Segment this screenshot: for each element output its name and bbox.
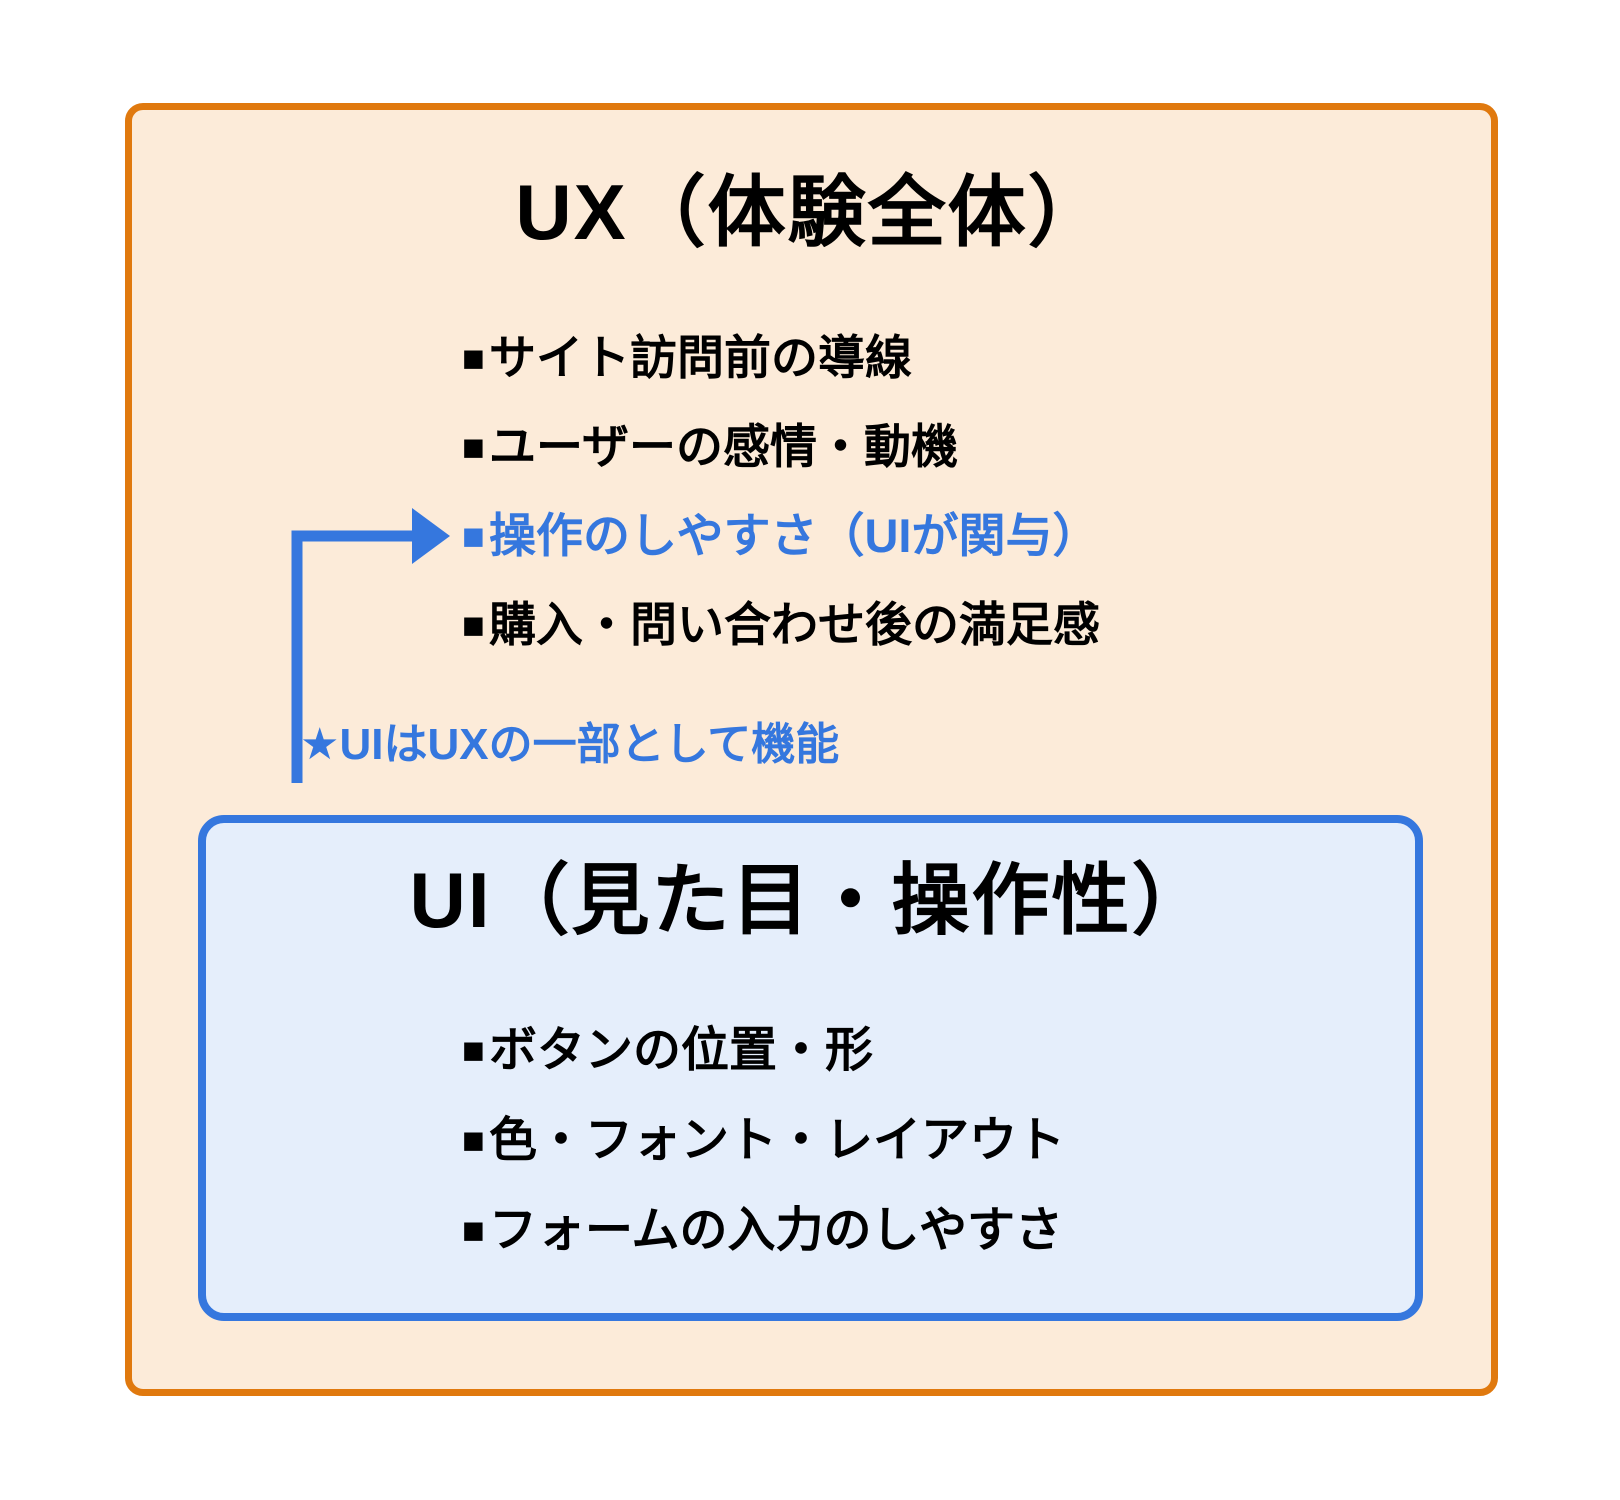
square-bullet-icon: ■ xyxy=(462,605,485,647)
ux-item-text: 購入・問い合わせ後の満足感 xyxy=(488,598,1100,651)
ui-list-item: ■ボタンの位置・形 xyxy=(462,1021,1065,1081)
ui-item-text: ボタンの位置・形 xyxy=(488,1024,873,1077)
ui-item-text: 色・フォント・レイアウト xyxy=(488,1114,1065,1167)
ux-bullet-list: ■サイト訪問前の導線 ■ユーザーの感情・動機 ■操作のしやすさ（UIが関与） ■… xyxy=(462,328,1100,684)
ui-container-box xyxy=(198,815,1423,1321)
square-bullet-icon: ■ xyxy=(462,516,485,558)
ux-list-item: ■サイト訪問前の導線 xyxy=(462,328,1100,389)
connector-arrow-icon xyxy=(291,508,450,783)
square-bullet-icon: ■ xyxy=(462,1030,485,1072)
square-bullet-icon: ■ xyxy=(462,1120,485,1162)
ux-note-text: ★UIはUXの一部として機能 xyxy=(300,720,840,769)
ui-bullet-list: ■ボタンの位置・形 ■色・フォント・レイアウト ■フォームの入力のしやすさ xyxy=(462,1021,1065,1291)
ux-item-text: 操作のしやすさ（UIが関与） xyxy=(488,509,1100,562)
square-bullet-icon: ■ xyxy=(462,427,485,469)
ux-item-text: ユーザーの感情・動機 xyxy=(488,420,959,473)
square-bullet-icon: ■ xyxy=(462,1210,485,1252)
ux-list-item: ■ユーザーの感情・動機 xyxy=(462,417,1100,478)
ux-list-item-highlighted: ■操作のしやすさ（UIが関与） xyxy=(462,506,1100,567)
ux-list-item: ■購入・問い合わせ後の満足感 xyxy=(462,595,1100,656)
ui-box-title: UI（見た目・操作性） xyxy=(409,856,1212,944)
ui-item-text: フォームの入力のしやすさ xyxy=(488,1204,1064,1257)
ui-list-item: ■色・フォント・レイアウト xyxy=(462,1111,1065,1171)
ui-list-item: ■フォームの入力のしやすさ xyxy=(462,1201,1065,1261)
square-bullet-icon: ■ xyxy=(462,338,485,380)
ux-box-title: UX（体験全体） xyxy=(515,168,1108,256)
ux-item-text: サイト訪問前の導線 xyxy=(488,331,912,384)
